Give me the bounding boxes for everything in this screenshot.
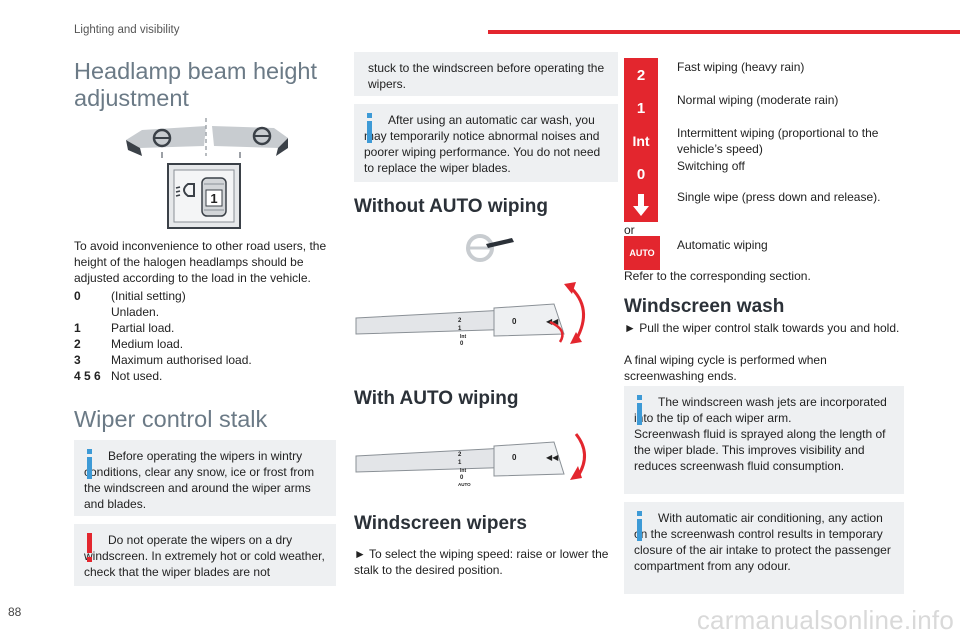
wipe-mode-auto: AUTO Automatic wiping [624,236,904,270]
wiper-stalk-figure-manual: 2 1 Int 0 0 ◀◀ [355,282,586,347]
wiper-stalk-heading: Wiper control stalk [74,406,268,432]
stalk-label-0: 0 [460,341,464,347]
refer-text: Refer to the corresponding section. [624,269,811,283]
stalk-label-auto: AUTO [458,482,471,487]
with-auto-heading: With AUTO wiping [354,388,519,409]
intermittent-icon: Int [624,124,658,158]
svg-text:◀◀: ◀◀ [546,317,559,326]
wipers-instruction: ► To select the wiping speed: raise or l… [354,547,609,577]
warning-note-continued: stuck to the windscreen before operating… [354,52,618,96]
watermark: carmanualsonline.info [696,605,954,635]
or-text: or [624,223,635,237]
speed-1-icon: 1 [624,91,658,125]
info-icon [637,395,642,425]
dial-digit: 1 [210,191,217,206]
stalk-label-1: 1 [458,326,462,332]
info-icon [367,113,372,143]
wipe-mode-normal: 1 Normal wiping (moderate rain) [624,91,904,125]
info-note-air-conditioning: With automatic air conditioning, any act… [624,502,904,594]
windscreen-wash-heading: Windscreen wash [624,296,785,317]
headlamp-intro: To avoid inconvenience to other road use… [74,239,327,285]
warning-note-dry: Do not operate the wipers on a dry winds… [74,524,336,586]
headlamp-heading: Headlamp beam height adjustment [74,58,317,111]
wipe-mode-single: Single wipe (press down and release). [624,188,904,222]
info-note-wintry: Before operating the wipers in wintry co… [74,440,336,516]
stalk-label-int: Int [460,468,466,474]
steering-wheel-icon [466,234,514,262]
speed-2-icon: 2 [624,58,658,92]
speed-0-icon: 0 [624,157,658,191]
stalk-label-2: 2 [458,318,462,324]
without-auto-heading: Without AUTO wiping [354,196,549,217]
arrow-down-icon [624,188,658,222]
windscreen-wipers-heading: Windscreen wipers [354,513,527,534]
svg-text:0: 0 [512,317,517,326]
wipe-mode-off: 0 Switching off [624,157,904,191]
stalk-label-0: 0 [460,475,464,481]
page-number: 88 [8,605,22,619]
warning-icon [87,533,92,562]
info-note-jets: The windscreen wash jets are incorporate… [624,386,904,494]
svg-text:◀◀: ◀◀ [546,453,559,462]
header-accent-bar [488,30,960,34]
section-title: Lighting and visibility [74,24,180,36]
headlamp-adjust-figure: 1 [126,118,288,229]
info-icon [87,449,92,479]
stalk-label-int: Int [460,334,466,340]
wipe-mode-fast: 2 Fast wiping (heavy rain) [624,58,904,92]
svg-text:0: 0 [512,453,517,462]
stalk-label-1: 1 [458,460,462,466]
wash-instruction: ► Pull the wiper control stalk towards y… [624,321,900,335]
info-icon [637,511,642,541]
wash-final-cycle: A final wiping cycle is performed when s… [624,353,827,383]
info-note-car-wash: After using an automatic car wash, you m… [354,104,618,182]
wiper-stalk-figure-auto: 2 1 Int 0 AUTO 0 ◀◀ [355,433,586,487]
stalk-label-2: 2 [458,452,462,458]
wipe-mode-intermittent: Int Intermittent wiping (proportional to… [624,124,904,158]
auto-icon: AUTO [624,236,660,270]
